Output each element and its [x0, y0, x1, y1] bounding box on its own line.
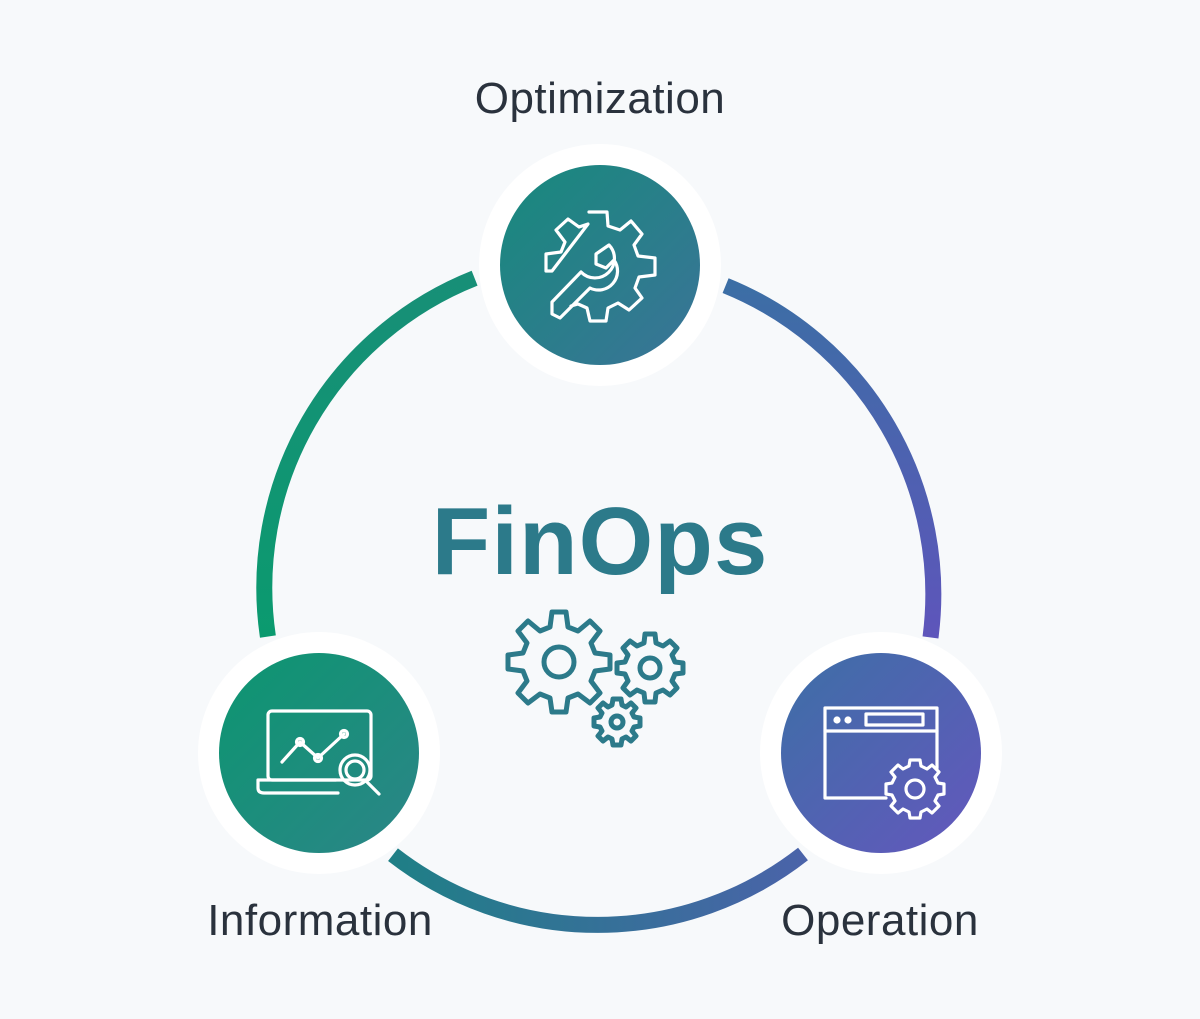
cycle-arc-bottom [388, 847, 808, 933]
node-information[interactable] [198, 632, 440, 874]
gears-icon [505, 609, 686, 748]
large-gear-icon [505, 609, 613, 715]
browser-window-gear-icon [823, 706, 946, 820]
node-operation[interactable] [760, 632, 1002, 874]
medium-gear-icon [614, 631, 686, 705]
cycle-arc-left [256, 270, 478, 638]
gear-wrench-icon [544, 210, 657, 323]
node-label-optimization: Optimization [474, 74, 726, 123]
node-label-operation: Operation [781, 896, 979, 945]
laptop-chart-search-icon [256, 709, 381, 796]
diagram-title: FinOps [431, 488, 769, 595]
cycle-arc-right [722, 278, 942, 639]
small-gear-icon [591, 696, 643, 748]
node-label-information: Information [207, 896, 433, 945]
node-optimization[interactable] [479, 144, 721, 386]
